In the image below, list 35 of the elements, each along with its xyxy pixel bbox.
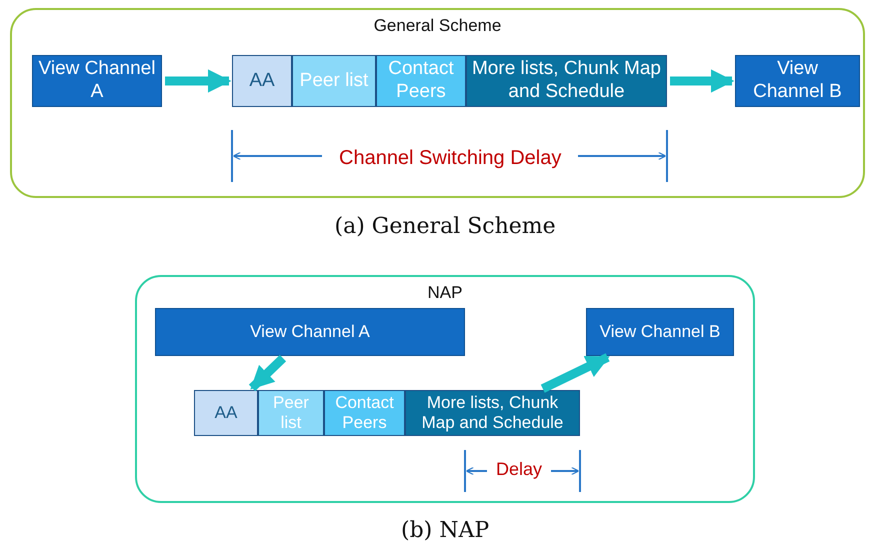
process-box bbox=[232, 55, 292, 107]
arrow bbox=[165, 69, 232, 93]
arrow bbox=[248, 354, 286, 392]
box-label: Contact Peers bbox=[387, 58, 455, 104]
panel-frame bbox=[135, 275, 755, 503]
box-label: AA bbox=[248, 70, 276, 92]
box-label: More lists, Chunk Map and Schedule bbox=[470, 58, 662, 104]
process-box bbox=[32, 55, 162, 107]
box-label: View Channel B bbox=[752, 58, 843, 104]
figure-caption: (b) NAP bbox=[401, 518, 490, 542]
arrow bbox=[670, 69, 734, 93]
dimension-label: Delay bbox=[496, 458, 542, 480]
process-box bbox=[376, 55, 466, 107]
arrow bbox=[540, 353, 610, 393]
process-box bbox=[586, 308, 734, 356]
box-label: View Channel A bbox=[38, 58, 156, 104]
dimension-label: Channel Switching Delay bbox=[339, 146, 562, 170]
panel-frame bbox=[10, 8, 865, 198]
box-label: Peer list bbox=[298, 70, 370, 92]
process-box bbox=[155, 308, 465, 356]
box-label: View Channel A bbox=[249, 322, 371, 342]
box-label: More lists, Chunk Map and Schedule bbox=[420, 392, 564, 434]
process-box bbox=[292, 55, 376, 107]
box-label: AA bbox=[214, 402, 238, 424]
panel-title: NAP bbox=[426, 283, 464, 304]
process-box bbox=[405, 390, 580, 436]
process-box bbox=[735, 55, 860, 107]
process-box bbox=[324, 390, 405, 436]
panel-title: General Scheme bbox=[372, 16, 502, 36]
figure-caption: (a) General Scheme bbox=[334, 214, 556, 238]
process-box bbox=[194, 390, 258, 436]
box-label: View Channel B bbox=[598, 322, 722, 342]
process-box bbox=[258, 390, 324, 436]
box-label: Contact Peers bbox=[334, 392, 395, 434]
box-label: Peer list bbox=[272, 392, 310, 434]
